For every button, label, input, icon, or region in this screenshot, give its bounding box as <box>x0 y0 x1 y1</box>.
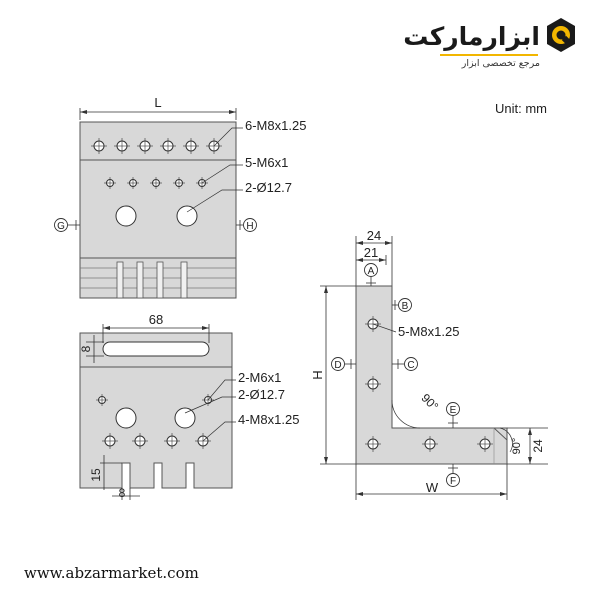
svg-text:C: C <box>407 360 414 371</box>
side-m8-callout: 5-M8x1.25 <box>398 324 459 339</box>
m8-holes-row <box>91 138 222 154</box>
ref-surface-f: F <box>446 464 460 487</box>
bottom-m8-callout: 4-M8x1.25 <box>238 412 299 427</box>
angle-corner-label: 90° <box>511 438 523 455</box>
ref-surface-a: A <box>364 263 378 286</box>
m6-holes-row <box>104 177 208 189</box>
m8-hole <box>365 376 381 392</box>
svg-text:E: E <box>450 405 457 416</box>
ref-surface-d: D <box>331 357 356 371</box>
svg-text:H: H <box>246 221 253 232</box>
long-slot <box>102 341 210 357</box>
dim-slot-length-label: 68 <box>149 312 163 327</box>
unit-label: Unit: mm <box>495 101 547 116</box>
dim-outer-label: 24 <box>367 228 381 243</box>
bore-hole <box>174 407 196 429</box>
ref-surface-h: H <box>236 218 257 232</box>
dim-thickness-label: 24 <box>531 439 545 453</box>
m8-hole <box>422 436 438 452</box>
bottom-view-body <box>79 332 233 489</box>
bottom-m6-callout: 2-M6x1 <box>238 370 281 385</box>
bore-hole <box>115 407 137 429</box>
bore-hole <box>176 205 198 227</box>
top-bore-callout: 2-Ø12.7 <box>245 180 292 195</box>
dim-slot-gap-label: 8 <box>119 486 126 500</box>
ref-surface-g: G <box>54 218 80 232</box>
dim-width-label: W <box>426 480 439 495</box>
top-m6-callout: 5-M6x1 <box>245 155 288 170</box>
svg-text:F: F <box>450 476 456 487</box>
footer-website: www.abzarmarket.com <box>24 564 199 582</box>
logo-icon <box>547 18 575 52</box>
svg-text:B: B <box>402 301 409 312</box>
svg-text:G: G <box>57 221 65 232</box>
dim-slot-depth-label: 15 <box>89 468 103 482</box>
dim-inner-label: 21 <box>364 245 378 260</box>
ref-surface-c: C <box>392 357 418 371</box>
bottom-bore-callout: 2-Ø12.7 <box>238 387 285 402</box>
m8-hole <box>365 436 381 452</box>
bore-hole <box>115 205 137 227</box>
m8-hole <box>164 433 180 449</box>
m8-hole <box>477 436 493 452</box>
side-view: 24 21 5-M8x1.25 H W <box>310 228 548 500</box>
m8-hole <box>102 433 118 449</box>
ref-surface-e: E <box>446 402 460 428</box>
brand-logo: ابزارمارکت مرجع تخصصی ابزار <box>403 18 575 69</box>
bottom-view: 68 8 2-M6x1 2-Ø12.7 4-M8x1.25 15 8 <box>79 312 299 500</box>
top-m8-callout: 6-M8x1.25 <box>245 118 306 133</box>
m6-hole <box>96 394 108 406</box>
top-view: L <box>54 95 306 299</box>
svg-text:A: A <box>368 266 375 277</box>
logo-tagline: مرجع تخصصی ابزار <box>461 58 540 69</box>
m8-hole <box>132 433 148 449</box>
angle-arc-inner <box>391 399 421 429</box>
ref-surface-b: B <box>392 298 412 312</box>
dim-length-label: L <box>154 95 161 110</box>
svg-text:D: D <box>334 360 341 371</box>
angle-inner-label: 90° <box>418 391 441 414</box>
logo-underline <box>440 54 538 56</box>
dim-height-label: H <box>310 370 325 379</box>
dim-slot-width-label: 8 <box>79 345 93 352</box>
logo-main-text: ابزارمارکت <box>403 22 540 52</box>
angle-arc-corner <box>499 427 513 453</box>
top-view-slots <box>80 261 236 299</box>
l-bracket-body <box>355 285 508 465</box>
